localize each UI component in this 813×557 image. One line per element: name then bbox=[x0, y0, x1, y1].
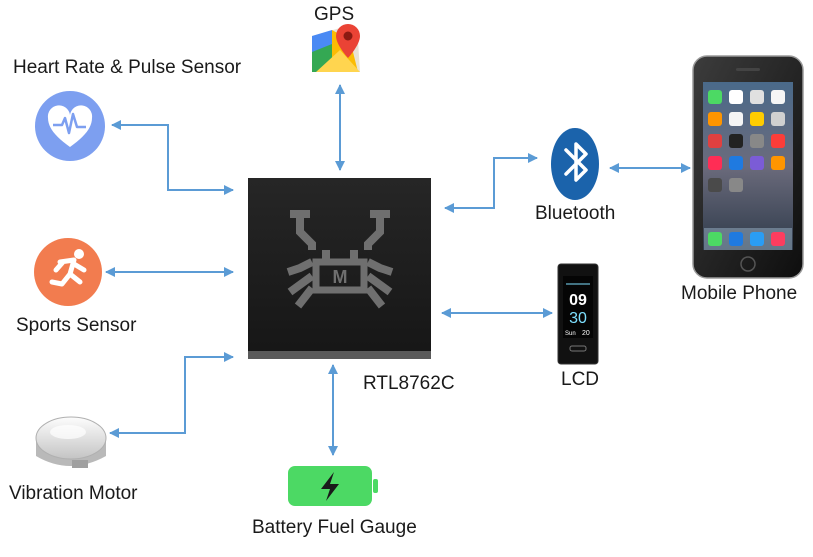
arrow-chip-bluetooth bbox=[444, 153, 538, 213]
smartphone-icon bbox=[692, 55, 804, 279]
running-person-icon bbox=[34, 238, 102, 306]
realtek-crab-logo bbox=[286, 210, 394, 309]
vibration-motor-icon bbox=[35, 416, 107, 468]
vibration-motor-label: Vibration Motor bbox=[9, 483, 138, 504]
battery-charging-icon bbox=[288, 466, 378, 506]
map-pin-icon bbox=[312, 24, 360, 72]
smart-band-icon bbox=[557, 263, 599, 365]
rtl8762c-chip: M bbox=[248, 178, 431, 359]
battery-label: Battery Fuel Gauge bbox=[252, 517, 417, 538]
connectors bbox=[105, 84, 691, 456]
arrow-heartrate-chip bbox=[111, 120, 234, 195]
band-minute: 30 bbox=[569, 310, 587, 327]
sports-sensor-label: Sports Sensor bbox=[16, 315, 137, 336]
svg-text:M: M bbox=[333, 267, 348, 287]
bluetooth-label: Bluetooth bbox=[535, 203, 616, 224]
band-hour: 09 bbox=[569, 292, 587, 309]
heart-rate-label: Heart Rate & Pulse Sensor bbox=[13, 57, 242, 78]
mobile-phone-label: Mobile Phone bbox=[681, 283, 798, 304]
band-day: Sun bbox=[565, 331, 576, 337]
arrow-vibration-chip bbox=[109, 352, 234, 438]
bluetooth-icon bbox=[551, 128, 599, 200]
gps-label: GPS bbox=[314, 4, 355, 25]
heart-pulse-icon bbox=[35, 91, 105, 161]
band-date: 20 bbox=[582, 330, 590, 337]
chip-label: RTL8762C bbox=[363, 373, 455, 394]
lcd-label: LCD bbox=[561, 369, 600, 390]
app-grid bbox=[704, 90, 792, 250]
